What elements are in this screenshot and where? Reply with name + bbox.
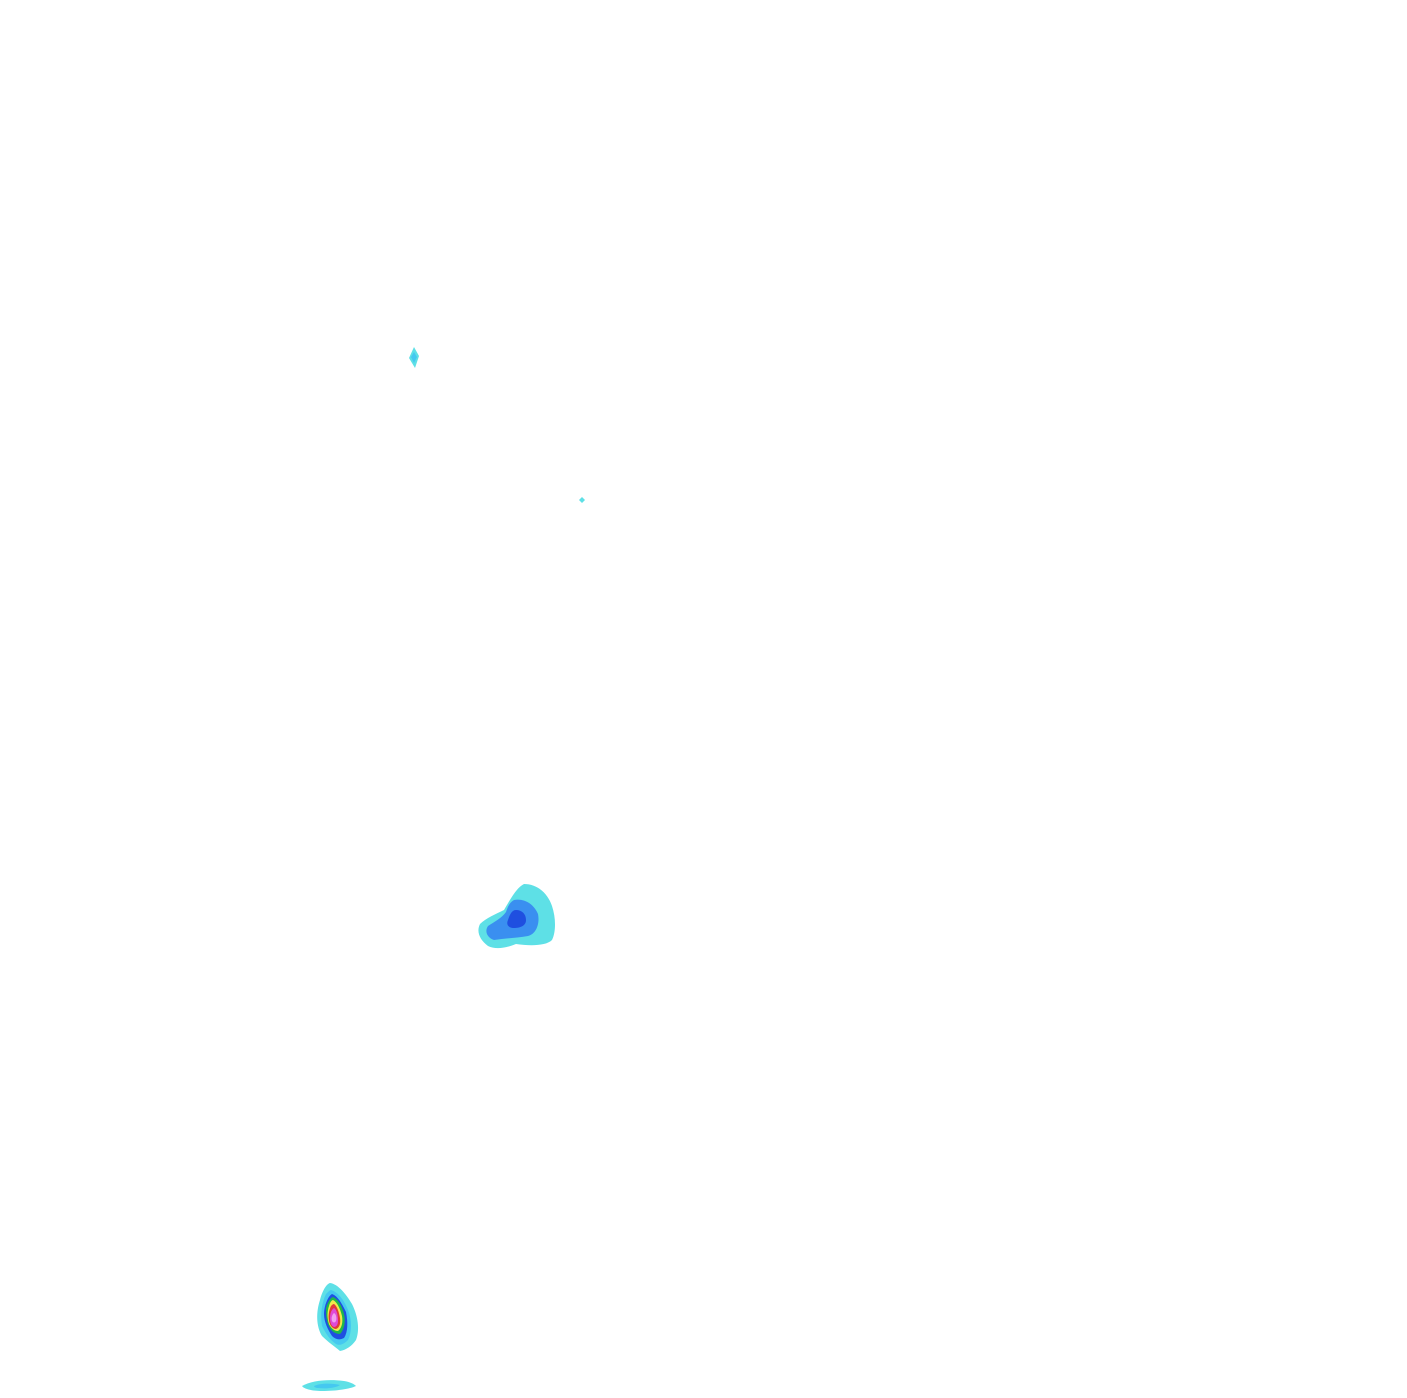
- contour-cell-central: [478, 884, 555, 949]
- contour-level-10: [331, 1313, 337, 1323]
- contour-level-1: [579, 497, 585, 503]
- contour-cell-intense-south: [317, 1283, 359, 1351]
- contour-cell-dot: [579, 497, 585, 503]
- contour-cell-bottom-streak: [302, 1380, 356, 1391]
- contour-cell-small-north: [409, 347, 419, 368]
- contour-level-2: [411, 352, 417, 363]
- contour-level-2: [314, 1383, 340, 1389]
- contour-level-4: [507, 910, 526, 928]
